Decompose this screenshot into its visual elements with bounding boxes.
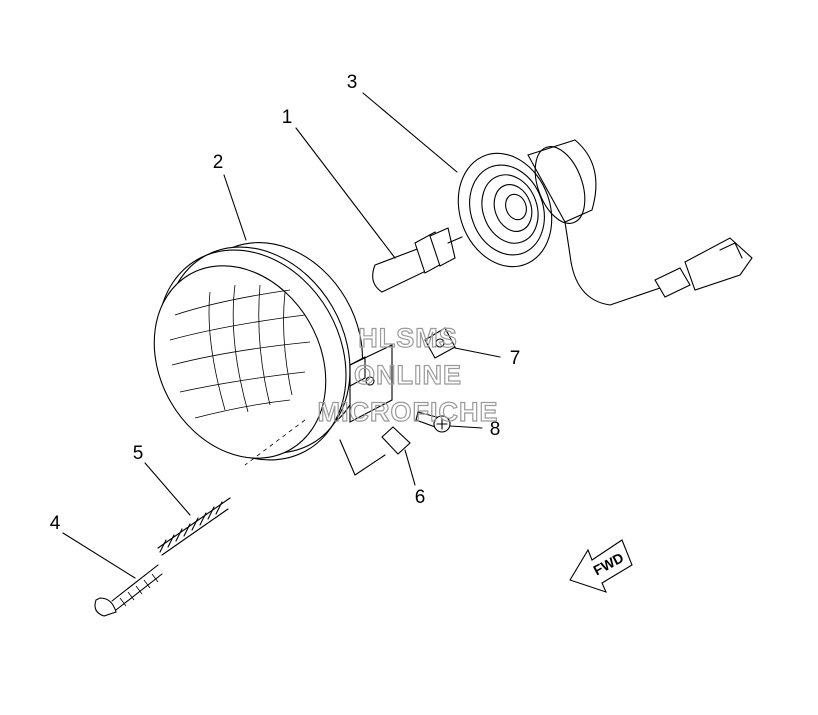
callout-8: 8 bbox=[490, 419, 501, 440]
square-nut bbox=[381, 426, 411, 455]
watermark: HLSMS ONLINE MICROFICHE bbox=[317, 322, 499, 427]
watermark-line-1: HLSMS bbox=[358, 323, 458, 353]
clip-nut bbox=[424, 327, 456, 359]
long-screw bbox=[94, 564, 163, 617]
callout-2: 2 bbox=[213, 152, 224, 173]
bulb-socket bbox=[457, 139, 753, 306]
adjusting-screw bbox=[415, 411, 451, 433]
callout-1: 1 bbox=[282, 107, 293, 128]
leader-lines bbox=[62, 92, 501, 579]
callout-6: 6 bbox=[415, 487, 426, 508]
callout-3: 3 bbox=[347, 72, 358, 93]
forward-direction-arrow: FWD bbox=[569, 539, 633, 593]
adjusting-spring bbox=[157, 497, 231, 556]
callout-5: 5 bbox=[133, 443, 144, 464]
callout-7: 7 bbox=[510, 348, 521, 369]
watermark-line-2: ONLINE bbox=[354, 360, 462, 390]
headlight-bulb bbox=[372, 227, 463, 293]
lens-pattern bbox=[169, 284, 311, 419]
callout-4: 4 bbox=[50, 513, 61, 534]
callout-labels: 1 2 3 4 5 6 7 8 bbox=[50, 72, 521, 534]
headlight-unit bbox=[153, 242, 393, 476]
watermark-line-3: MICROFICHE bbox=[318, 397, 499, 427]
